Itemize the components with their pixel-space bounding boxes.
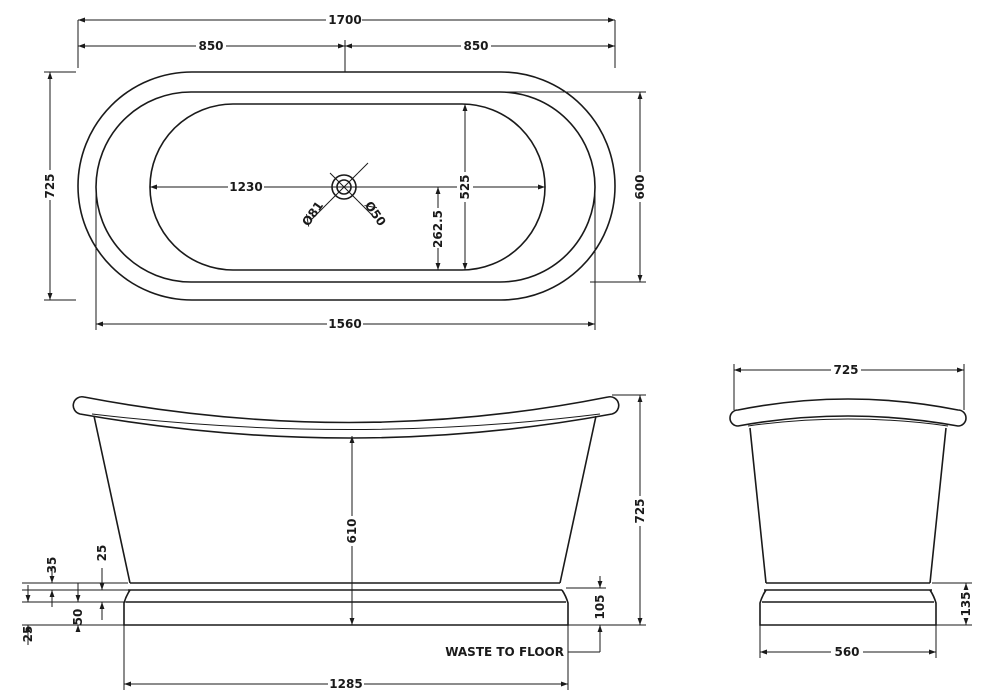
- plan-view: 1700 850 850 725 600 1230 525 262.5 Ø81: [42, 12, 648, 332]
- side-view: 725 610 35 25 25 50 105 WASTE TO FLOOR: [21, 394, 648, 692]
- dim-50-label: 50: [71, 609, 85, 626]
- dim-850-right-label: 850: [463, 39, 488, 53]
- side-rim-outline: [72, 395, 620, 439]
- end-view: 725 135 560: [729, 362, 974, 660]
- end-body-outline: [749, 427, 947, 584]
- dim-25-top-label: 25: [95, 545, 109, 562]
- dim-262-5-label: 262.5: [431, 210, 445, 248]
- dim-105-label: 105: [593, 594, 607, 619]
- side-body-outline: [93, 415, 597, 584]
- dim-35-label: 35: [45, 557, 59, 574]
- dim-560-label: 560: [834, 645, 859, 659]
- dim-1560-label: 1560: [328, 317, 361, 331]
- waste-50-label: Ø50: [362, 199, 389, 229]
- dim-135-label: 135: [959, 591, 973, 616]
- dim-600-label: 600: [633, 174, 647, 199]
- dim-725-side-label: 725: [633, 498, 647, 523]
- dim-1285-label: 1285: [329, 677, 362, 691]
- dim-1230-label: 1230: [229, 180, 262, 194]
- waste-to-floor-label: WASTE TO FLOOR: [445, 645, 564, 659]
- dim-610-label: 610: [345, 518, 359, 543]
- dim-25-bottom-label: 25: [21, 626, 35, 643]
- dim-725-plan-label: 725: [43, 173, 57, 198]
- dim-725-end-label: 725: [833, 363, 858, 377]
- dim-525-label: 525: [458, 174, 472, 199]
- dim-850-left-label: 850: [198, 39, 223, 53]
- dim-1700-label: 1700: [328, 13, 361, 27]
- inner-rim-outline: [95, 91, 596, 283]
- end-rim-outline: [729, 398, 967, 427]
- outer-rim-outline: [77, 71, 616, 301]
- waste-81-label: Ø81: [299, 199, 326, 229]
